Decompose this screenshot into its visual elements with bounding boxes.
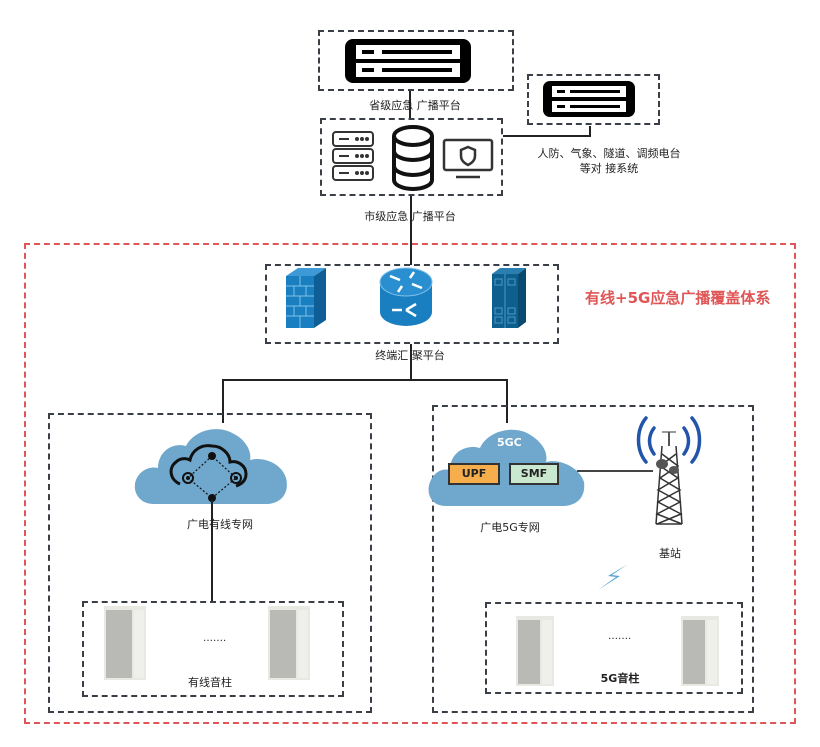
firewall-icon [286, 266, 328, 330]
fiveg-speakers-frame [485, 602, 743, 694]
fiveg-branch-frame [432, 405, 754, 713]
connector-municipal-aggregation [410, 195, 412, 265]
coverage-system-frame [24, 243, 796, 724]
upf-module: UPF [448, 463, 500, 485]
connector-external-stub [589, 126, 591, 136]
connector-to-5g [506, 379, 508, 423]
server-stack-icon [331, 130, 375, 184]
router-icon [378, 266, 434, 328]
cell-tower-icon [634, 410, 704, 528]
municipal-platform-frame [320, 118, 503, 196]
aggregation-platform-frame [265, 264, 559, 344]
server-rack-icon [541, 79, 637, 119]
server-rack-icon [342, 36, 474, 86]
connector-aggregation-down [410, 344, 412, 380]
fiveg-speakers-label: 5G音柱 [600, 672, 640, 685]
wired-speakers-frame [82, 601, 344, 697]
external-systems-label-line1: 人防、气象、隧道、调频电台 [537, 147, 681, 160]
fiveg-core-label: 5GC [497, 436, 522, 449]
database-icon [390, 124, 436, 192]
cloud-network-icon [132, 420, 292, 508]
external-systems-label-line2: 等对 接系统 [579, 162, 639, 175]
connector-provincial-municipal [409, 91, 411, 119]
speaker-column-icon [514, 614, 556, 688]
provincial-platform-frame [318, 30, 514, 91]
connector-municipal-external [503, 135, 591, 137]
connector-core-basestation [577, 470, 653, 472]
municipal-platform-label: 市级应急 广播平台 [364, 210, 456, 223]
base-station-label: 基站 [659, 547, 681, 560]
speaker-column-icon [102, 604, 148, 682]
fiveg-network-label: 广电5G专网 [480, 521, 540, 534]
smf-module: SMF [509, 463, 559, 485]
switch-icon [492, 266, 528, 330]
monitor-shield-icon [442, 138, 494, 180]
connector-to-wired [222, 379, 224, 423]
wired-speakers-label: 有线音柱 [188, 676, 232, 689]
wireless-signal-icon [596, 562, 630, 592]
ellipsis-text: ……. [203, 633, 227, 644]
fiveg-core-cloud-icon [426, 420, 588, 508]
speaker-column-icon [679, 614, 721, 688]
wired-branch-frame [48, 413, 372, 713]
provincial-platform-label: 省级应急 广播平台 [369, 99, 461, 112]
connector-wired-speakers [211, 500, 213, 602]
external-systems-frame [527, 74, 660, 125]
ellipsis-text: ……. [608, 631, 632, 642]
speaker-column-icon [266, 604, 312, 682]
wired-network-label: 广电有线专网 [187, 518, 253, 531]
connector-horizontal-split [222, 379, 508, 381]
coverage-system-title: 有线+5G应急广播覆盖体系 [585, 289, 771, 307]
